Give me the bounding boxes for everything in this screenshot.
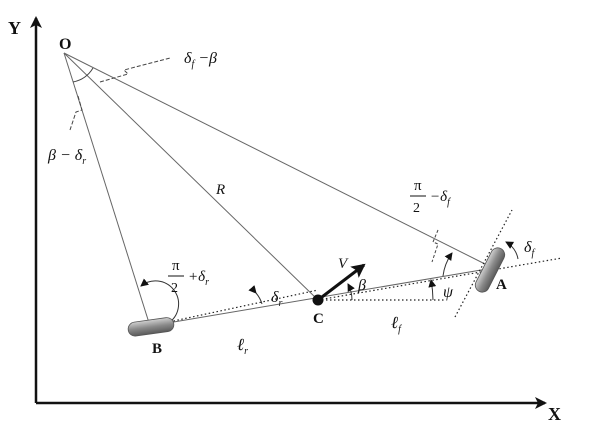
- point-O-label: O: [59, 36, 71, 53]
- beta-minus-delta-r-label: β − δr: [47, 147, 86, 167]
- svg-text:2: 2: [171, 281, 178, 296]
- leader-pi2-minus-delta-f: [431, 229, 439, 263]
- body-axis-dotted: [317, 257, 563, 301]
- delta-f-label: δf: [524, 239, 535, 259]
- velocity-label: V: [338, 256, 349, 272]
- svg-text:π: π: [172, 258, 180, 274]
- arc-pi2-minus-delta-f: [442, 252, 453, 277]
- line-O-B: [63, 52, 151, 327]
- rear-wheel: [127, 317, 175, 337]
- center-of-gravity-dot: [312, 294, 324, 306]
- arc-delta-r: [248, 285, 263, 305]
- svg-text:2: 2: [413, 201, 420, 216]
- x-axis-label: X: [548, 404, 561, 424]
- pi-over-2-minus-delta-f-label: π 2 −δf: [410, 178, 451, 216]
- svg-text:π: π: [414, 178, 422, 194]
- rear-wheel-heading-dotted: [149, 289, 319, 327]
- rear-length-label: ℓr: [237, 335, 248, 357]
- line-O-C: [63, 52, 319, 301]
- svg-text:−δf: −δf: [430, 189, 451, 208]
- delta-r-label: δr: [271, 289, 282, 309]
- arc-at-O: [72, 67, 94, 83]
- svg-text:+δr: +δr: [188, 269, 209, 288]
- y-axis-label: Y: [8, 18, 21, 38]
- arc-delta-f: [505, 241, 519, 260]
- front-length-label: ℓf: [391, 313, 402, 335]
- arc-psi: [428, 279, 437, 301]
- point-B-label: B: [152, 341, 162, 357]
- arc-pi2-plus-delta-r: [140, 278, 180, 323]
- point-C-label: C: [313, 311, 324, 327]
- beta-label: β: [357, 277, 366, 294]
- leader-delta-f-minus-beta: [99, 57, 171, 83]
- radius-label: R: [215, 182, 225, 198]
- point-A-label: A: [496, 277, 507, 293]
- velocity-vector: [317, 263, 366, 302]
- front-wheel-heading-dotted: [454, 209, 513, 318]
- line-O-A: [63, 52, 494, 269]
- psi-label: ψ: [443, 284, 454, 301]
- arc-beta: [347, 283, 355, 301]
- front-wheel: [474, 247, 506, 293]
- delta-f-minus-beta-label: δf −β: [184, 50, 217, 70]
- pi-over-2-plus-delta-r-label: π 2 +δr: [168, 258, 209, 296]
- leader-beta-minus-delta-r: [69, 95, 83, 131]
